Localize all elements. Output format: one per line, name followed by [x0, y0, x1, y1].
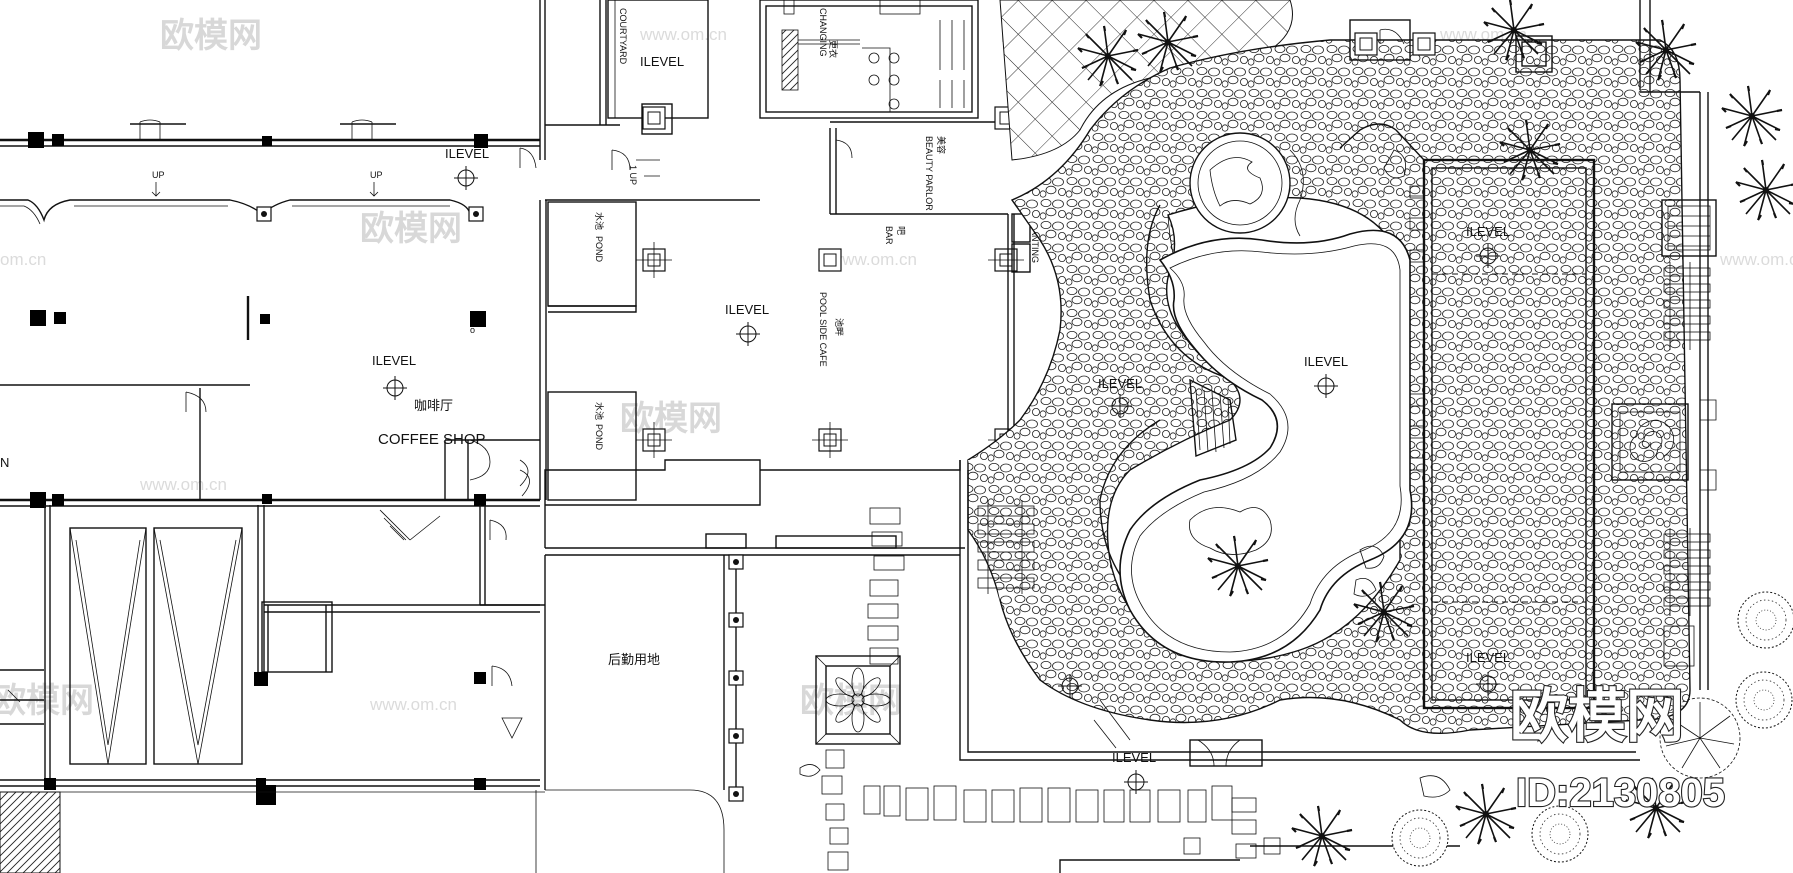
level-label: ILEVEL: [445, 146, 489, 161]
pool-side-cafe: COURTYARD ILEVEL 1 UP CHANGING 更衣 BEAUTY…: [544, 0, 1101, 556]
watermark-url: www.om.cn: [639, 25, 727, 44]
pond-label: POND: [594, 424, 604, 451]
changing-label: CHANGING: [818, 8, 828, 57]
level-label: ILEVEL: [1466, 224, 1510, 239]
up-label: 1 UP: [628, 165, 638, 185]
coffee-shop-label-cn: 咖啡厅: [414, 398, 453, 413]
level-label: ILEVEL: [1304, 354, 1348, 369]
planting-layer: [1076, 0, 1793, 868]
level-label: ILEVEL: [640, 54, 684, 69]
beauty-parlor-label: BEAUTY PARLOR: [924, 136, 934, 211]
changing-label-cn: 更衣: [828, 40, 839, 58]
north-label: N: [0, 455, 9, 470]
brand-mark: 欧模网 ID:2130805: [1509, 683, 1726, 816]
beauty-parlor-label-cn: 美容: [936, 136, 947, 154]
brand-logo-text: 欧模网: [1510, 684, 1684, 749]
level-label: ILEVEL: [1098, 376, 1142, 391]
service-area-label: 后勤用地: [608, 652, 660, 667]
bar-label: BAR: [884, 226, 894, 245]
up-label: UP: [370, 170, 383, 180]
level-label: ILEVEL: [725, 302, 769, 317]
courtyard-label: COURTYARD: [618, 8, 628, 65]
pool-side-cafe-label-cn: 池畔: [834, 318, 845, 336]
brand-id-text: ID:2130805: [1516, 771, 1725, 815]
watermark-url: www.om.cn: [369, 695, 457, 714]
watermark-logo: 欧模网: [620, 400, 722, 438]
pool-garden: ILEVEL ILEVEL: [959, 0, 1717, 873]
watermark-logo: 欧模网: [360, 210, 462, 248]
pond-label-cn: 水池: [594, 212, 605, 230]
watermark-logo: 欧模网: [160, 17, 262, 55]
level-label: ILEVEL: [372, 353, 416, 368]
planting-label: PLANTING: [1030, 218, 1040, 263]
up-label: UP: [152, 170, 165, 180]
watermark-url: www.om.cn: [829, 250, 917, 269]
level-label: ILEVEL: [1112, 750, 1156, 765]
svg-text:o: o: [470, 325, 475, 335]
pond-label-cn: 水池: [594, 402, 605, 420]
watermark-url: www.om.cn: [1719, 250, 1793, 269]
watermark-url: om.cn: [0, 250, 46, 269]
coffee-shop-building: UP UP ILEVEL o ILEVEL 咖啡厅 COFFEE SHOP: [0, 0, 547, 873]
pond-label: POND: [594, 236, 604, 263]
bar-label-cn: 吧: [896, 226, 906, 235]
level-label: ILEVEL: [1466, 650, 1510, 665]
pool-side-cafe-label: POOL SIDE CAFE: [818, 292, 828, 367]
service-area: 后勤用地: [0, 507, 1257, 873]
watermark-url: www.om.cn: [139, 475, 227, 494]
watermark-logo: 欧模网: [0, 682, 94, 720]
coffee-shop-label: COFFEE SHOP: [378, 431, 486, 448]
watermark-url: www.om.cn: [1439, 25, 1527, 44]
